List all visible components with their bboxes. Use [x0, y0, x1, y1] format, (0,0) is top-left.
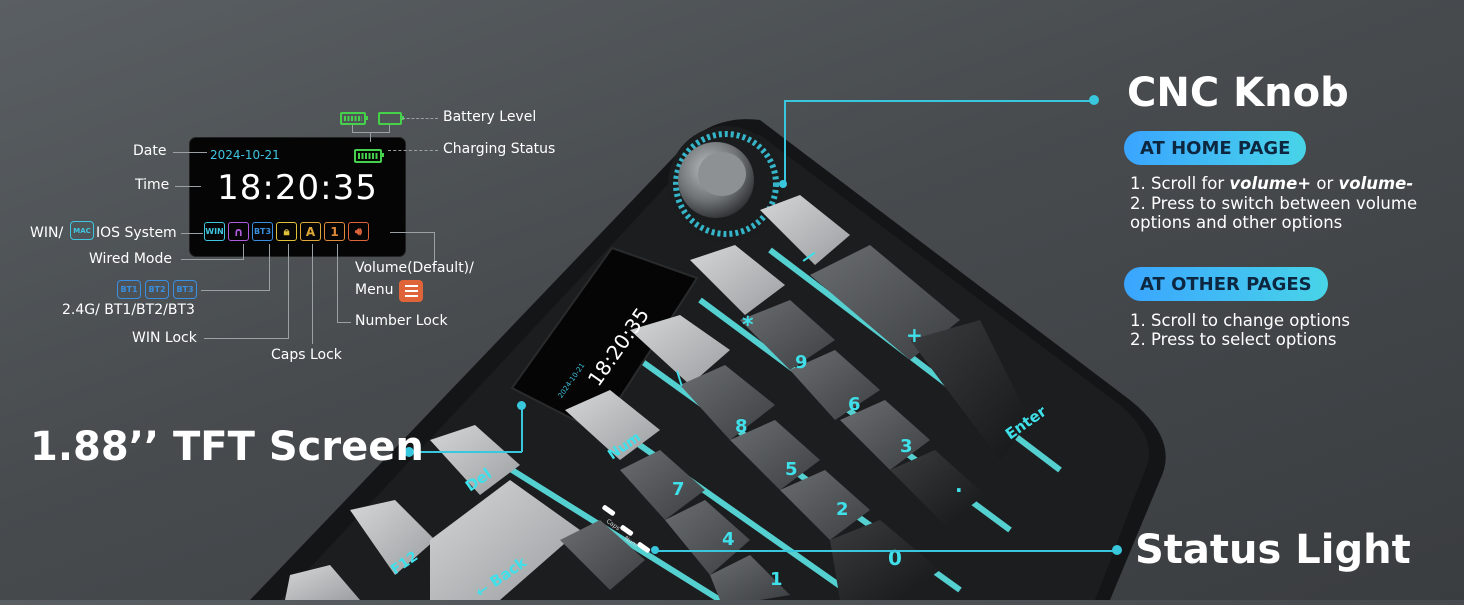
home-desc-line2: 2. Press to switch between volume [1130, 194, 1418, 213]
bt-leader-v [269, 244, 270, 291]
key-6: 6 [848, 394, 861, 415]
mac-badge: MAC [70, 221, 94, 240]
other-pages-pill: AT OTHER PAGES [1124, 267, 1328, 301]
key-9: 9 [795, 352, 808, 373]
caps-lock-icon: A [300, 222, 321, 241]
charging-leader [388, 150, 438, 151]
win-leader [181, 233, 203, 234]
volume-leader-v [434, 232, 435, 268]
key-5: 5 [785, 459, 798, 480]
home-desc-line3: options and other options [1130, 213, 1343, 232]
number-lock-label: Number Lock [355, 313, 448, 329]
numlock-leader-h [337, 322, 351, 323]
cnc-knob-title: CNC Knob [1127, 70, 1349, 116]
screen-status-icons: WIN ∩ BT3 🔒︎ A 1 🔊︎ [204, 222, 369, 241]
key-dot: . [955, 473, 963, 497]
date-leader [173, 152, 207, 153]
bt-badges: BT1 BT2 BT3 [117, 280, 197, 299]
volume-icon: 🔊︎ [348, 222, 369, 241]
screen-time: 18:20:35 [217, 168, 378, 208]
charging-status-label: Charging Status [443, 141, 556, 157]
winlock-leader-h [204, 338, 288, 339]
other-desc-line1: 1. Scroll to change options [1130, 311, 1351, 330]
tft-leader-h [410, 451, 522, 453]
screen-date: 2024-10-21 [210, 148, 280, 162]
key-star: * [742, 313, 754, 338]
key-plus: + [906, 323, 923, 347]
numlock-leader-v [337, 244, 338, 322]
wired-leader-v [243, 244, 244, 260]
number-lock-icon: 1 [324, 222, 345, 241]
caps-lock-label: Caps Lock [271, 347, 342, 363]
key-8: 8 [735, 416, 748, 437]
keys-group [285, 195, 1030, 600]
wired-mode-label: Wired Mode [89, 251, 172, 267]
tft-screen-diagram: 2024-10-21 18:20:35 WIN ∩ BT3 🔒︎ A 1 🔊︎ [190, 138, 405, 256]
keyboard-mini-screen [510, 246, 699, 434]
volume-leader-h [390, 232, 434, 233]
win-icon: WIN [204, 222, 225, 241]
batt-connector-h [352, 132, 390, 133]
win-prefix-label: WIN/ [30, 225, 64, 241]
battery-full-icon [340, 112, 368, 125]
charging-battery-icon [354, 149, 384, 163]
bt3-badge: BT3 [173, 280, 197, 299]
time-leader [175, 186, 201, 187]
key-3: 3 [900, 436, 913, 457]
wired-mode-icon: ∩ [228, 222, 249, 241]
key-7: 7 [672, 479, 685, 500]
tft-leader-dot [404, 447, 414, 457]
bt3-icon: BT3 [252, 222, 273, 241]
batt-connector-2 [389, 125, 390, 133]
status-leader-dot [1112, 545, 1122, 555]
volume-label: Volume(Default)/ [355, 260, 474, 276]
bt2-badge: BT2 [145, 280, 169, 299]
status-leader-h [655, 550, 1115, 552]
menu-label: Menu [355, 282, 394, 298]
other-desc-line2: 2. Press to select options [1130, 330, 1337, 349]
win-lock-label: WIN Lock [132, 330, 197, 346]
cnc-leader-dot [1089, 95, 1099, 105]
tft-screen-title: 1.88’’ TFT Screen [30, 424, 424, 470]
win-lock-icon: 🔒︎ [276, 222, 297, 241]
batt-connector-1 [352, 125, 353, 133]
battery-empty-icon [378, 112, 404, 125]
tft-anchor-dot [517, 401, 526, 410]
caps-leader-v [312, 244, 313, 344]
home-page-pill: AT HOME PAGE [1124, 131, 1307, 165]
batt-connector-3 [370, 132, 371, 142]
bt-caption-label: 2.4G/ BT1/BT2/BT3 [62, 302, 195, 318]
ios-system-label: IOS System [96, 225, 177, 241]
battery-level-leader [402, 118, 438, 119]
home-desc-line1: 1. Scroll for volume+ or volume- [1130, 174, 1414, 193]
status-light-title: Status Light [1135, 527, 1411, 573]
time-label: Time [135, 177, 170, 193]
key-4: 4 [722, 529, 735, 550]
menu-icon [399, 280, 423, 302]
bt1-badge: BT1 [117, 280, 141, 299]
cnc-anchor-dot [779, 180, 787, 188]
key-0: 0 [888, 546, 902, 570]
wired-leader-h [181, 259, 243, 260]
date-label: Date [133, 143, 167, 159]
cnc-knob [668, 126, 784, 242]
cnc-leader-h [784, 100, 1094, 102]
cnc-leader-v [784, 100, 786, 184]
bt-leader-h [201, 290, 269, 291]
key-1: 1 [770, 569, 783, 590]
tft-leader-v [521, 405, 523, 452]
battery-level-label: Battery Level [443, 109, 537, 125]
winlock-leader-v [288, 244, 289, 339]
key-2: 2 [836, 499, 849, 520]
